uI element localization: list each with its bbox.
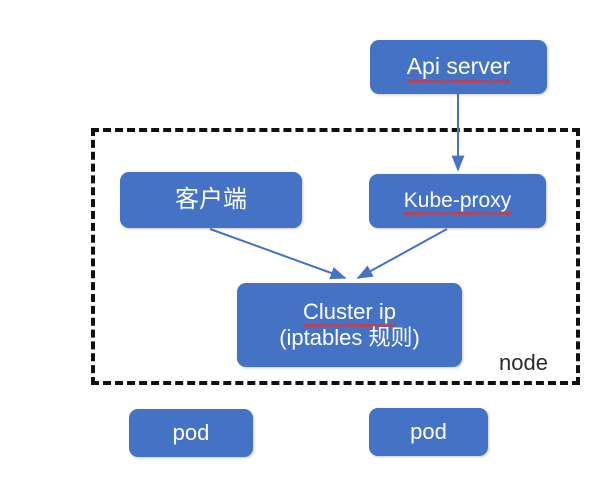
node-cluster-ip-label-line1: Cluster ip — [303, 299, 396, 325]
node-pod-right[interactable]: pod — [369, 408, 488, 456]
node-api-server-label-misspelled: Api — [406, 53, 440, 80]
node-api-server[interactable]: Api server — [370, 40, 547, 94]
node-pod-left[interactable]: pod — [129, 409, 253, 457]
node-cluster-ip-label-misspelled: ip — [378, 299, 396, 325]
node-pod-right-label: pod — [410, 419, 447, 445]
node-api-server-label-rest: server — [439, 53, 511, 80]
node-pod-left-label: pod — [172, 420, 210, 446]
node-api-server-label: Api server — [407, 53, 511, 80]
node-boundary-dashed-box — [91, 128, 580, 385]
node-kube-proxy[interactable]: Kube-proxy — [369, 174, 546, 228]
node-client[interactable]: 客户端 — [120, 172, 302, 228]
node-kube-proxy-label-misspelled: Kube — [403, 188, 453, 212]
node-kube-proxy-label-rest: -proxy — [452, 188, 512, 212]
node-boundary-label: node — [499, 350, 548, 375]
node-cluster-ip[interactable]: Cluster ip (iptables 规则) — [237, 283, 462, 367]
node-client-label: 客户端 — [175, 185, 247, 213]
node-cluster-ip-label-prefix: Cluster — [303, 299, 379, 325]
node-cluster-ip-label-line2: (iptables 规则) — [279, 325, 420, 350]
node-kube-proxy-label: Kube-proxy — [404, 189, 511, 214]
